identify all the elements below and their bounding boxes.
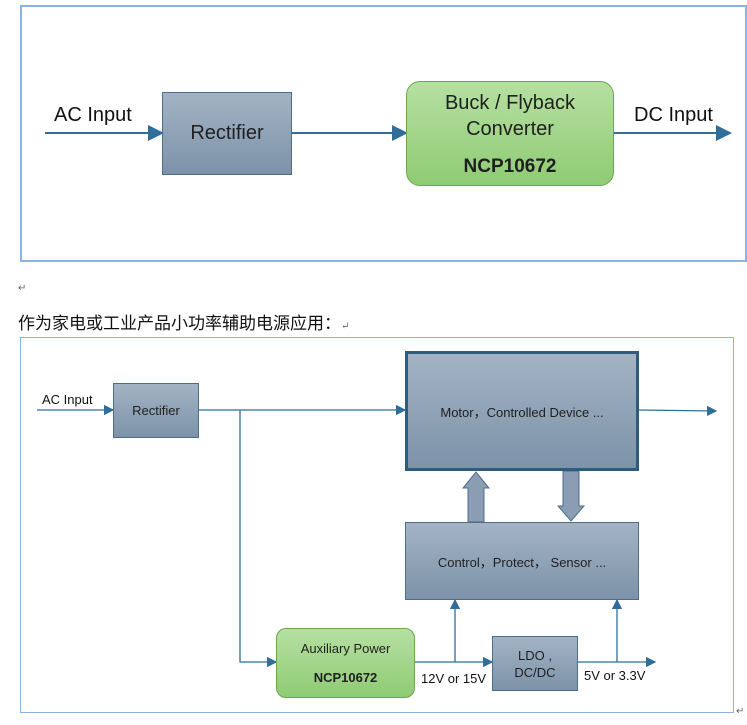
diagram-bottom-frame xyxy=(20,337,734,713)
ldo-label-line1: LDO , xyxy=(518,647,552,663)
aux-power-block: Auxiliary Power NCP10672 xyxy=(276,628,415,698)
control-block: Control，Protect， Sensor ... xyxy=(405,522,639,600)
paragraph-mark-end: ↵ xyxy=(736,706,745,717)
motor-label: Motor，Controlled Device ... xyxy=(440,404,604,420)
rectifier-label: Rectifier xyxy=(190,122,264,144)
rectifier-block: Rectifier xyxy=(162,92,292,175)
ldo-block: LDO , DC/DC xyxy=(492,636,578,691)
aux-power-label: Auxiliary Power xyxy=(300,641,391,656)
arrow-motor-out xyxy=(638,405,718,417)
ldo-label-line2: DC/DC xyxy=(514,664,556,680)
line-rectifier-to-aux xyxy=(239,410,278,668)
block-arrow-up xyxy=(461,471,491,523)
dc-output-label: DC Input xyxy=(634,104,713,126)
aux-chip-label: NCP10672 xyxy=(313,670,378,685)
caption-text: 作为家电或工业产品小功率辅助电源应用：↵ xyxy=(18,314,350,334)
control-label: Control，Protect， Sensor ... xyxy=(437,554,607,570)
converter-block: Buck / Flyback Converter NCP10672 xyxy=(406,81,614,186)
converter-chip-label: NCP10672 xyxy=(463,155,557,177)
diagram-top-frame xyxy=(20,5,747,262)
ac-input-label: AC Input xyxy=(54,104,132,126)
converter-label-line1: Buck / Flyback xyxy=(444,91,576,114)
paragraph-mark: ↵ xyxy=(18,283,27,294)
aux-output-voltage-label: 12V or 15V xyxy=(421,671,487,686)
ldo-output-voltage-label: 5V or 3.3V xyxy=(584,668,646,683)
ac-input-label-2: AC Input xyxy=(42,392,93,407)
motor-block: Motor，Controlled Device ... xyxy=(405,351,639,471)
converter-label-line2: Converter xyxy=(466,117,554,140)
rectifier-block-2: Rectifier xyxy=(113,383,199,438)
rectifier-label-2: Rectifier xyxy=(132,403,180,418)
block-arrow-down xyxy=(556,470,586,522)
